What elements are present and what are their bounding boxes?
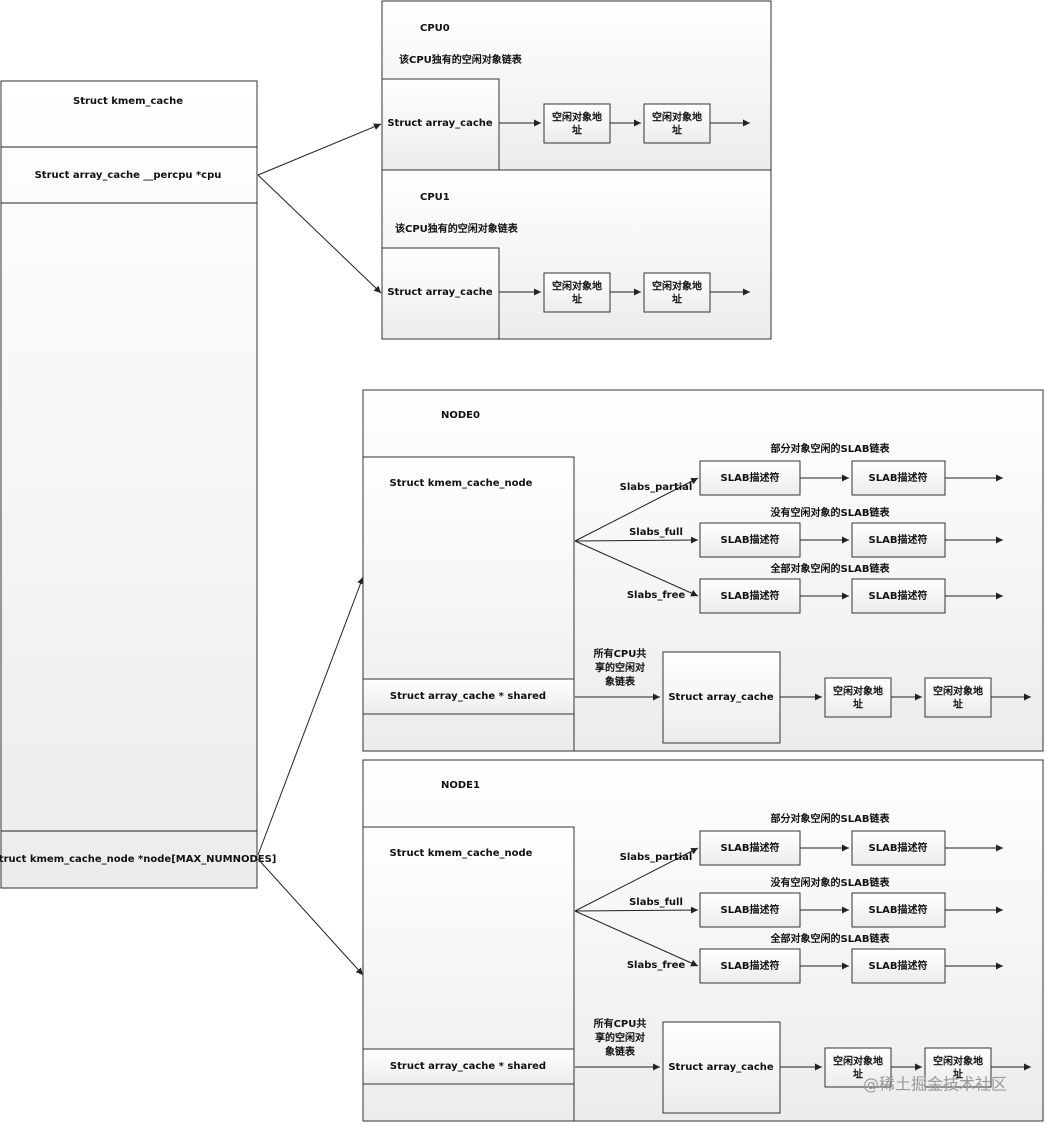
fan-arrow-0-1 — [574, 847, 699, 912]
slab-desc-0-1-1 — [699, 892, 801, 928]
shared-entry-0-0-label: 空闲对象地址 — [833, 685, 883, 711]
shared-caption-0-0: 所有CPU共 — [594, 647, 647, 660]
shared-caption-2-0: 象链表 — [605, 675, 636, 688]
cpu-name-1: CPU1 — [420, 192, 450, 203]
shared-entry-0-1-label: 空闲对象地址 — [833, 1055, 883, 1081]
cpu-caption-1: 该CPU独有的空闲对象链表 — [395, 222, 519, 235]
slab-list-caption-1-0: 没有空闲对象的SLAB链表 — [771, 506, 891, 519]
shared-field-label-0: Struct array_cache * shared — [390, 691, 546, 702]
cpu-entry-1-0-label: 空闲对象地址 — [652, 111, 702, 137]
fan-arrow-1-0 — [574, 536, 699, 544]
shared-caption-1-0: 享的空闲对 — [595, 661, 645, 674]
slab-list-caption-1-1: 没有空闲对象的SLAB链表 — [771, 876, 891, 889]
node-struct-label-0: Struct kmem_cache_node — [390, 478, 533, 489]
cpu-caption-0: 该CPU独有的空闲对象链表 — [399, 53, 523, 66]
shared-caption-1-1: 享的空闲对 — [595, 1031, 645, 1044]
shared-array-cache-label-0: Struct array_cache — [668, 692, 774, 703]
slab-desc-label-0-1-0: SLAB描述符 — [721, 533, 780, 546]
cpu-array-cache-label-1: Struct array_cache — [387, 287, 493, 298]
fan-arrow-2-1 — [574, 910, 699, 967]
cpu-entry-0-0 — [543, 103, 611, 144]
slab-desc-1-2-0 — [851, 578, 946, 614]
slab-list-label-0-1: Slabs_partial — [620, 852, 693, 863]
shared-caption-2-1: 象链表 — [605, 1045, 636, 1058]
arrow-to-node0 — [257, 576, 364, 856]
slab-desc-label-0-0-0: SLAB描述符 — [721, 471, 780, 484]
slab-desc-0-2-0 — [699, 578, 801, 614]
slab-desc-label-1-0-1: SLAB描述符 — [869, 841, 928, 854]
cpu-entry-1-0 — [643, 103, 711, 144]
fan-arrow-2-0 — [574, 540, 699, 597]
arrow-to-cpu0 — [257, 123, 382, 176]
slab-desc-label-0-0-1: SLAB描述符 — [721, 841, 780, 854]
slab-desc-1-0-0 — [851, 460, 946, 496]
slab-list-label-2-1: Slabs_free — [627, 960, 686, 971]
fan-arrow-1-1 — [574, 906, 699, 914]
slab-desc-label-1-0-0: SLAB描述符 — [869, 471, 928, 484]
shared-field-label-1: Struct array_cache * shared — [390, 1061, 546, 1072]
slab-desc-1-0-1 — [851, 830, 946, 866]
slab-desc-label-0-1-1: SLAB描述符 — [721, 903, 780, 916]
slab-list-caption-2-0: 全部对象空闲的SLAB链表 — [770, 562, 891, 575]
node-array-field: Struct kmem_cache_node *node[MAX_NUMNODE… — [0, 854, 276, 865]
slab-list-caption-2-1: 全部对象空闲的SLAB链表 — [770, 932, 891, 945]
slab-list-caption-0-0: 部分对象空闲的SLAB链表 — [771, 442, 891, 455]
shared-entry-1-0-label: 空闲对象地址 — [933, 685, 983, 711]
arrow-to-cpu1 — [257, 174, 382, 294]
shared-array-cache-0 — [662, 651, 781, 744]
cpu-entry-0-1 — [543, 272, 611, 313]
slab-desc-label-1-1-0: SLAB描述符 — [869, 533, 928, 546]
slab-desc-label-0-2-0: SLAB描述符 — [721, 589, 780, 602]
slab-list-caption-0-1: 部分对象空闲的SLAB链表 — [771, 812, 891, 825]
shared-entry-1-1-label: 空闲对象地址 — [933, 1055, 983, 1081]
shared-entry-1-0 — [924, 677, 992, 718]
arrow-to-node1 — [257, 858, 364, 976]
slab-desc-0-2-1 — [699, 948, 801, 984]
slab-list-label-0-0: Slabs_partial — [620, 482, 693, 493]
kmem-cache-title: Struct kmem_cache — [73, 96, 183, 107]
slab-desc-label-1-1-1: SLAB描述符 — [869, 903, 928, 916]
slab-desc-label-0-2-1: SLAB描述符 — [721, 959, 780, 972]
shared-field-1 — [362, 1048, 575, 1085]
cpu-entry-1-1 — [643, 272, 711, 313]
node-struct-label-1: Struct kmem_cache_node — [390, 848, 533, 859]
slab-desc-label-1-2-1: SLAB描述符 — [869, 959, 928, 972]
slab-list-label-1-1: Slabs_full — [629, 897, 683, 908]
cpu-entry-1-1-label: 空闲对象地址 — [652, 280, 702, 306]
node-name-1: NODE1 — [441, 780, 480, 791]
slab-desc-0-0-1 — [699, 830, 801, 866]
cpu-name-0: CPU0 — [420, 23, 450, 34]
slab-desc-0-1-0 — [699, 522, 801, 558]
slab-desc-label-1-2-0: SLAB描述符 — [869, 589, 928, 602]
slab-desc-0-0-0 — [699, 460, 801, 496]
kmem-cache-struct — [0, 80, 258, 889]
fan-arrow-0-0 — [574, 477, 699, 542]
cpu-array-cache-0 — [381, 78, 500, 171]
slab-list-label-2-0: Slabs_free — [627, 590, 686, 601]
cpu-entry-0-0-label: 空闲对象地址 — [552, 111, 602, 137]
cpu-array-cache-label-0: Struct array_cache — [387, 118, 493, 129]
slab-list-label-1-0: Slabs_full — [629, 527, 683, 538]
shared-caption-0-1: 所有CPU共 — [594, 1017, 647, 1030]
cpu-array-cache-1 — [381, 247, 500, 340]
shared-entry-0-0 — [824, 677, 892, 718]
cpu-entry-0-1-label: 空闲对象地址 — [552, 280, 602, 306]
shared-field-0 — [362, 678, 575, 715]
shared-array-cache-label-1: Struct array_cache — [668, 1062, 774, 1073]
node-name-0: NODE0 — [441, 410, 480, 421]
watermark-text: @稀土掘金技术社区 — [863, 1075, 1007, 1094]
percpu-cpu-field: Struct array_cache __percpu *cpu — [35, 170, 222, 181]
